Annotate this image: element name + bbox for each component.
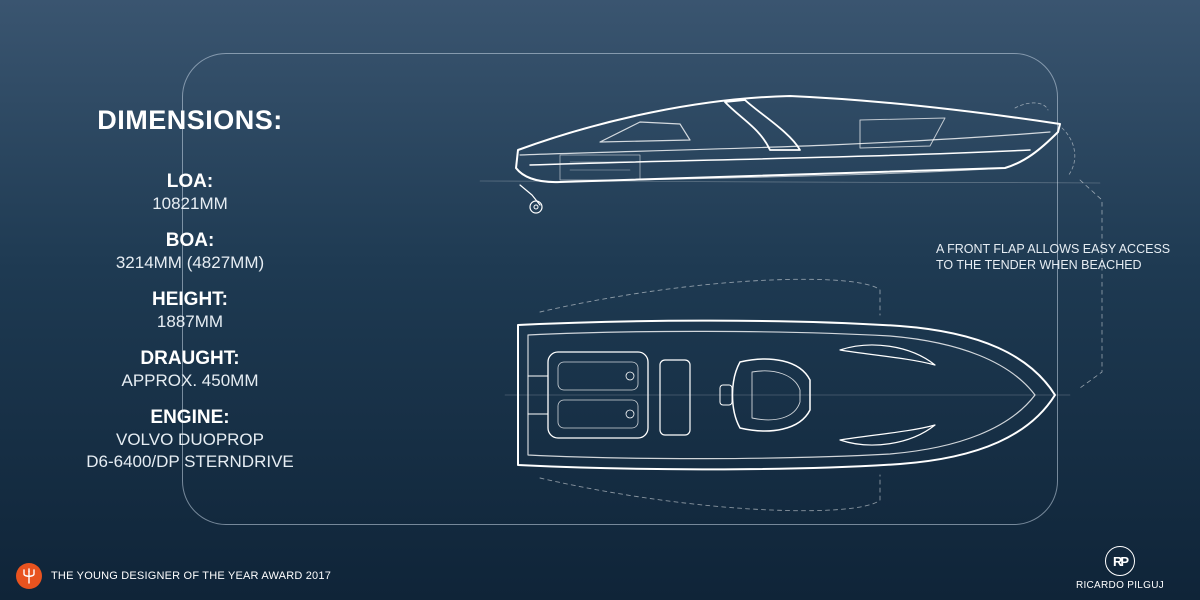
spec-label: HEIGHT: [152, 289, 228, 310]
spec-value: VOLVO DUOPROP [116, 430, 264, 449]
trident-icon [16, 563, 42, 589]
spec-value: 3214MM (4827MM) [115, 253, 265, 272]
spec-loa: LOA: 10821MM [70, 170, 310, 215]
spec-value: 1887MM [156, 312, 224, 331]
award-text: THE YOUNG DESIGNER OF THE YEAR AWARD 201… [51, 570, 332, 582]
annotation-bracket [1079, 179, 1103, 389]
dimensions-title: DIMENSIONS: [97, 105, 283, 135]
designer-name: RICARDO PILGUJ [1075, 580, 1165, 591]
spec-value: APPROX. 450MM [121, 371, 259, 390]
spec-height: HEIGHT: 1887MM [70, 288, 310, 333]
spec-label: ENGINE: [150, 407, 230, 428]
boat-top-view [504, 278, 1071, 512]
boat-side-view [479, 95, 1101, 214]
spec-boa: BOA: 3214MM (4827MM) [70, 229, 310, 274]
spec-label: BOA: [165, 230, 215, 251]
spec-draught: DRAUGHT: APPROX. 450MM [70, 347, 310, 392]
spec-label: LOA: [166, 171, 214, 192]
spec-value: 10821MM [152, 194, 228, 213]
rp-logo: RP [1105, 546, 1135, 576]
spec-value-line2: D6-6400/DP STERNDRIVE [86, 452, 294, 471]
front-flap-annotation: A FRONT FLAP ALLOWS EASY ACCESS TO THE T… [936, 241, 1176, 273]
annotation-line-1: A FRONT FLAP ALLOWS EASY ACCESS [936, 242, 1171, 256]
spec-engine: ENGINE: VOLVO DUOPROP D6-6400/DP STERNDR… [70, 406, 310, 473]
drawing-frame [182, 53, 1058, 525]
dimensions-panel: DIMENSIONS: LOA: 10821MM BOA: 3214MM (48… [70, 105, 310, 487]
annotation-line-2: TO THE TENDER WHEN BEACHED [936, 258, 1142, 272]
spec-label: DRAUGHT: [140, 348, 240, 369]
award-badge: THE YOUNG DESIGNER OF THE YEAR AWARD 201… [16, 563, 331, 589]
designer-signature: RP RICARDO PILGUJ [1060, 546, 1180, 591]
